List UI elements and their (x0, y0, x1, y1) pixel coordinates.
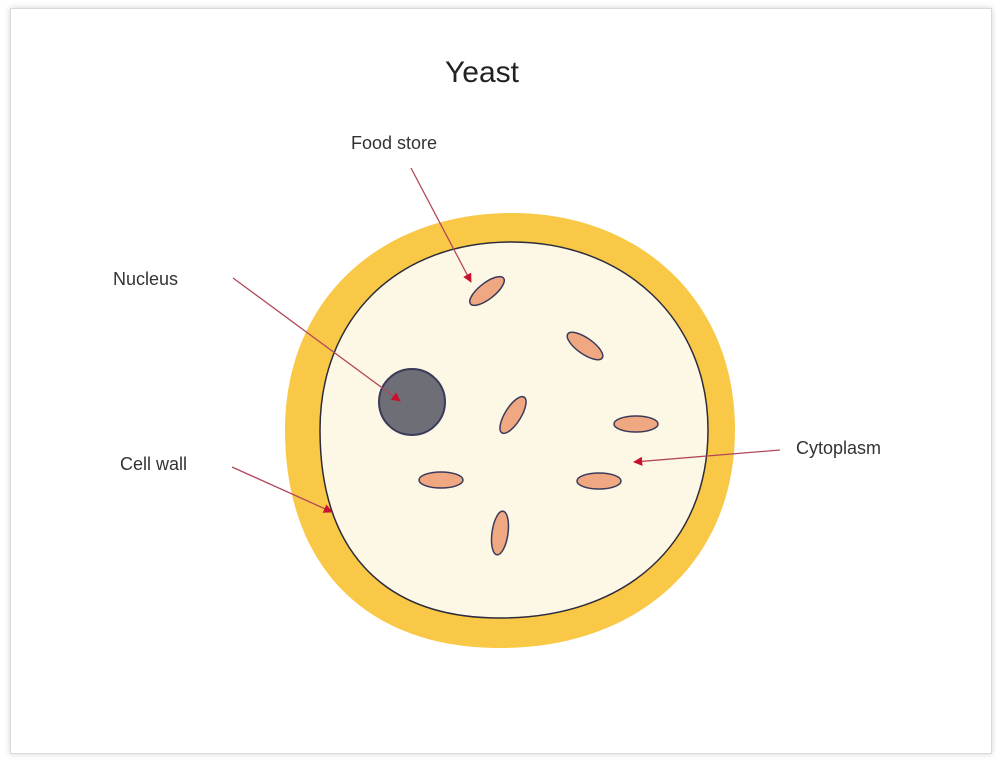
food-store (419, 472, 463, 488)
food-store (614, 416, 658, 432)
label-nucleus: Nucleus (113, 269, 178, 289)
label-food-store: Food store (351, 133, 437, 153)
food-store (577, 473, 621, 489)
diagram-title: Yeast (445, 56, 520, 89)
label-cytoplasm: Cytoplasm (796, 438, 881, 458)
nucleus (379, 369, 445, 435)
label-cell-wall: Cell wall (120, 454, 187, 474)
